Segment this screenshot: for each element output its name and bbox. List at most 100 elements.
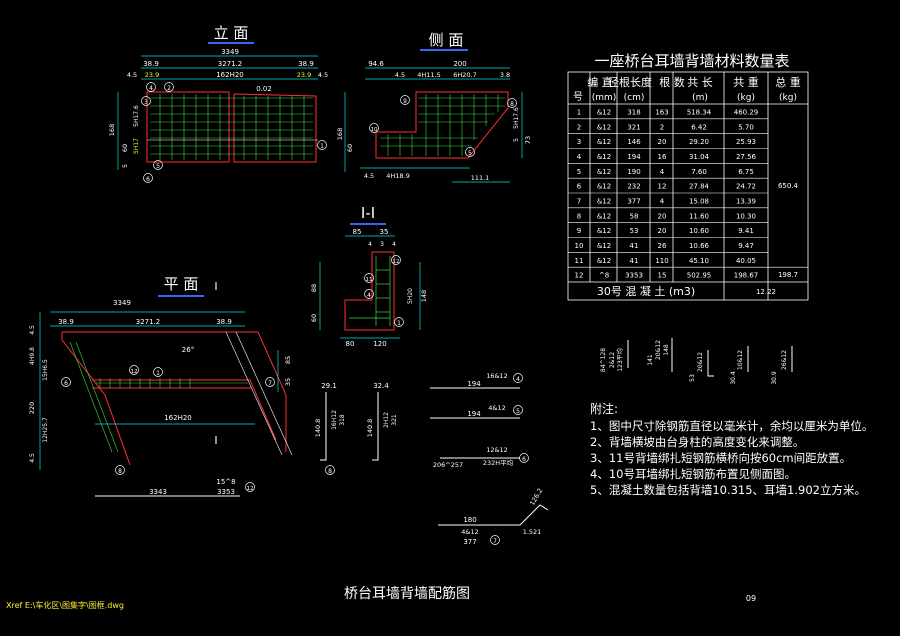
side-callouts: 9 8 10 5	[369, 95, 517, 157]
plan-dim: 3271.2	[136, 318, 161, 326]
table-cell: 194	[627, 153, 641, 161]
bar-length: 3343	[149, 488, 167, 496]
detail-text: 232H平均	[483, 458, 514, 467]
elevation-left-dim: 5	[122, 164, 129, 168]
callout-number: 8	[510, 101, 514, 108]
concrete-value: 12.22	[756, 288, 776, 296]
section-rebar	[349, 256, 391, 326]
side-right-dim: 5H17.6	[513, 107, 520, 129]
callout-number: 1	[320, 143, 324, 150]
detail-text: 32.4	[373, 382, 389, 390]
detail-text: 123平均	[616, 348, 624, 371]
table-cell: 53	[630, 227, 639, 235]
plan-left-dim: 12H25.7	[42, 417, 49, 443]
table-cell: 12	[658, 183, 667, 191]
elevation-slope: 0.02	[256, 85, 272, 93]
detail-text: 20&12	[655, 340, 662, 360]
elevation-overall-dim: 3349	[221, 48, 239, 56]
section-right-dim: 148	[420, 290, 428, 302]
table-cell: 8	[577, 212, 581, 220]
table-cell: 13.39	[736, 197, 756, 205]
side-rebar-grid	[380, 94, 505, 156]
detail-text: 16H12	[331, 410, 338, 430]
callout-number: 6	[64, 380, 68, 387]
table-header: 共 重	[733, 75, 759, 89]
table-cell: 198.67	[734, 272, 759, 280]
table-cell: 5	[577, 168, 581, 176]
section-mark-bottom: I	[214, 434, 217, 447]
callout-number: 12	[131, 369, 138, 375]
table-cell: 4	[660, 197, 665, 205]
table-cell: 20	[658, 138, 667, 146]
plan-right-dim: 35	[284, 378, 292, 386]
table-cell: 11	[575, 257, 584, 265]
detail-text: 148	[663, 344, 670, 356]
callout-circle	[325, 465, 335, 475]
elevation-rebar-grid	[150, 94, 313, 160]
detail-text: 321	[391, 414, 398, 426]
detail-text: 206^257	[433, 461, 463, 469]
plan-wall-inner	[92, 379, 277, 441]
callout-number: 10	[371, 127, 378, 133]
section-title: I-I	[361, 204, 375, 222]
detail-text: 126.2	[528, 487, 544, 507]
plan-wall-top	[62, 331, 287, 452]
detail-text: 29.1	[321, 382, 337, 390]
section-bottom-dim: 120	[373, 340, 386, 348]
table-cell: 6.42	[691, 123, 707, 131]
table-cell: 10.66	[689, 242, 710, 250]
plan-left-dim: 4H9.8	[29, 347, 36, 365]
callout-circle	[513, 373, 523, 383]
table-cell: 3	[577, 138, 581, 146]
callout-number: 12	[393, 259, 400, 265]
table-cell: 110	[655, 257, 668, 265]
table-cell: &12	[597, 257, 611, 265]
detail-text: 194	[467, 410, 481, 418]
table-cell: 15.08	[689, 197, 709, 205]
notes-heading: 附注:	[590, 401, 618, 416]
table-cell: 24.72	[736, 183, 756, 191]
callout-number: 5	[468, 150, 472, 157]
table-cell: 9.47	[738, 242, 754, 250]
table-grid	[567, 71, 809, 301]
xref-path: Xref E:\车化区\图集字\图框.dwg	[6, 600, 124, 610]
table-header: (mm)	[592, 93, 617, 103]
detail-text: 1.521	[523, 528, 542, 536]
callout-number: 12	[247, 486, 254, 492]
table-header: 根 数	[659, 75, 685, 89]
total-weight-b: 198.7	[778, 271, 798, 279]
callout-circle	[490, 535, 500, 545]
section-dim: 4	[392, 241, 396, 248]
detail-text: 16&12	[486, 372, 508, 380]
callout-circle	[513, 405, 523, 415]
table-cell: &12	[597, 183, 611, 191]
plan-title: 平 面	[164, 275, 199, 293]
table-cell: 518.34	[687, 108, 712, 116]
callout-number: 9	[403, 98, 407, 105]
elevation-dim: 38.9	[298, 60, 314, 68]
detail-bar-2	[372, 392, 379, 461]
table-cell: 146	[627, 138, 641, 146]
table-cell: 502.95	[687, 272, 712, 280]
elevation-left-dim: 60	[121, 144, 129, 152]
side-dim: 4H11.5	[417, 71, 441, 79]
section-dim: 4	[368, 241, 372, 248]
table-cell: 4	[577, 153, 582, 161]
table-header: 编 直	[587, 75, 613, 89]
section-callouts: 11 4 12 1	[364, 255, 404, 327]
plan-spacing: 162H20	[164, 414, 192, 422]
elevation-left-dim: 5H17	[133, 138, 140, 154]
elevation-callouts: 4 2 3 1 5 6	[141, 82, 327, 183]
side-bottom-dim: 4.5	[364, 172, 374, 180]
plan-overall-dim: 3349	[113, 299, 131, 307]
plan-left-dim: 4.5	[29, 453, 36, 463]
page-number: 09	[746, 594, 756, 603]
table-title: 一座桥台耳墙背墙材料数量表	[594, 52, 789, 70]
detail-text: 140.8	[314, 419, 322, 438]
note-item: 1、图中尺寸除钢筋直径以毫米计，余均以厘米为单位。	[590, 419, 873, 433]
plan-right-dim: 85	[284, 356, 292, 364]
callout-number: 1	[156, 370, 160, 377]
side-title: 侧 面	[429, 31, 464, 49]
callout-circle	[245, 482, 255, 492]
